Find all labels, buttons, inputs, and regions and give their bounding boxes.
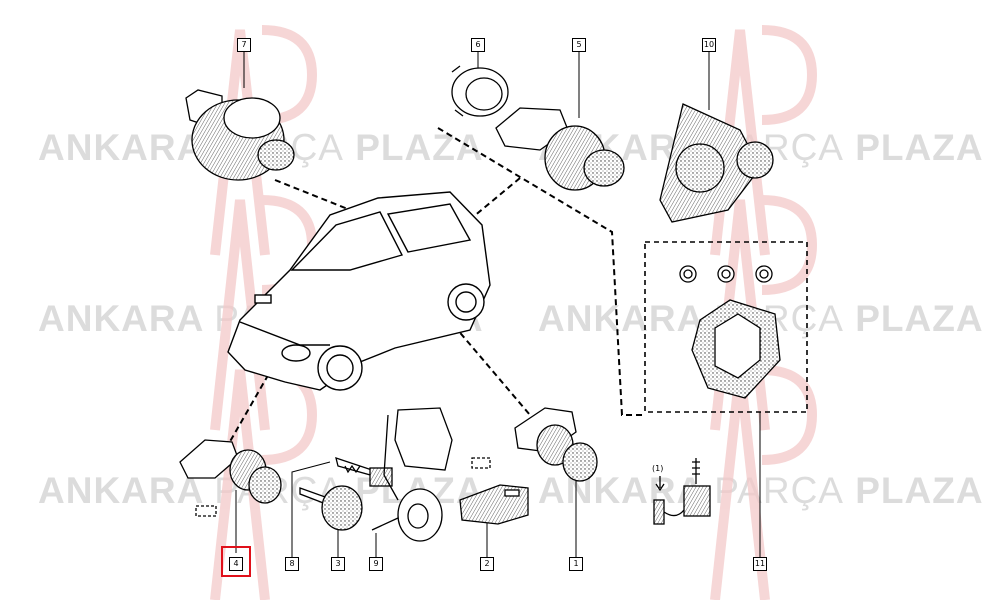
connector-door-right — [427, 294, 531, 416]
key-transponder-detail — [653, 458, 711, 525]
seal-kit-box — [644, 241, 808, 413]
callout-10: 10 — [702, 38, 716, 52]
callout-11: 11 — [753, 557, 767, 571]
watermark-word-parca: PARÇA — [714, 470, 844, 511]
lock-ring — [451, 65, 509, 117]
door-lock-left — [179, 439, 282, 517]
fuel-cap-lock — [185, 89, 295, 181]
key-blank — [335, 457, 393, 487]
lock-bracket — [459, 484, 529, 525]
watermark-word-ankara: ANKARA — [538, 470, 703, 511]
callout-9: 9 — [369, 557, 383, 571]
watermark-word-ankara: ANKARA — [538, 298, 703, 339]
watermark-word-ankara: ANKARA — [38, 298, 203, 339]
detail-label-1: (1) — [652, 464, 664, 473]
callout-4-highlight — [221, 546, 251, 577]
watermark-word-plaza: PLAZA — [855, 127, 984, 168]
steering-lock-housing — [659, 103, 774, 223]
leader-8 — [291, 461, 331, 557]
callout-2: 2 — [480, 557, 494, 571]
connector-seal-kit — [437, 127, 645, 416]
logo-mark — [210, 25, 318, 256]
watermark-word-ankara: ANKARA — [38, 470, 203, 511]
watermark-word-plaza: PLAZA — [855, 298, 984, 339]
callout-3: 3 — [331, 557, 345, 571]
callout-5: 5 — [572, 38, 586, 52]
callout-6: 6 — [471, 38, 485, 52]
watermark-word-ankara: ANKARA — [38, 127, 203, 168]
callout-7: 7 — [237, 38, 251, 52]
watermark-word-plaza: PLAZA — [855, 470, 984, 511]
door-lock-right — [471, 407, 598, 482]
watermark-row-3b: ANKARA PARÇA PLAZA — [538, 470, 984, 512]
callout-1: 1 — [569, 557, 583, 571]
callout-4: 4 — [229, 557, 243, 571]
watermark-word-plaza: PLAZA — [355, 127, 484, 168]
ignition-lock-barrel — [495, 107, 625, 191]
seal-kit-parts — [679, 265, 781, 399]
callout-8: 8 — [285, 557, 299, 571]
ignition-key — [299, 485, 363, 531]
door-handle-plate — [371, 407, 453, 542]
car-body — [227, 191, 491, 391]
